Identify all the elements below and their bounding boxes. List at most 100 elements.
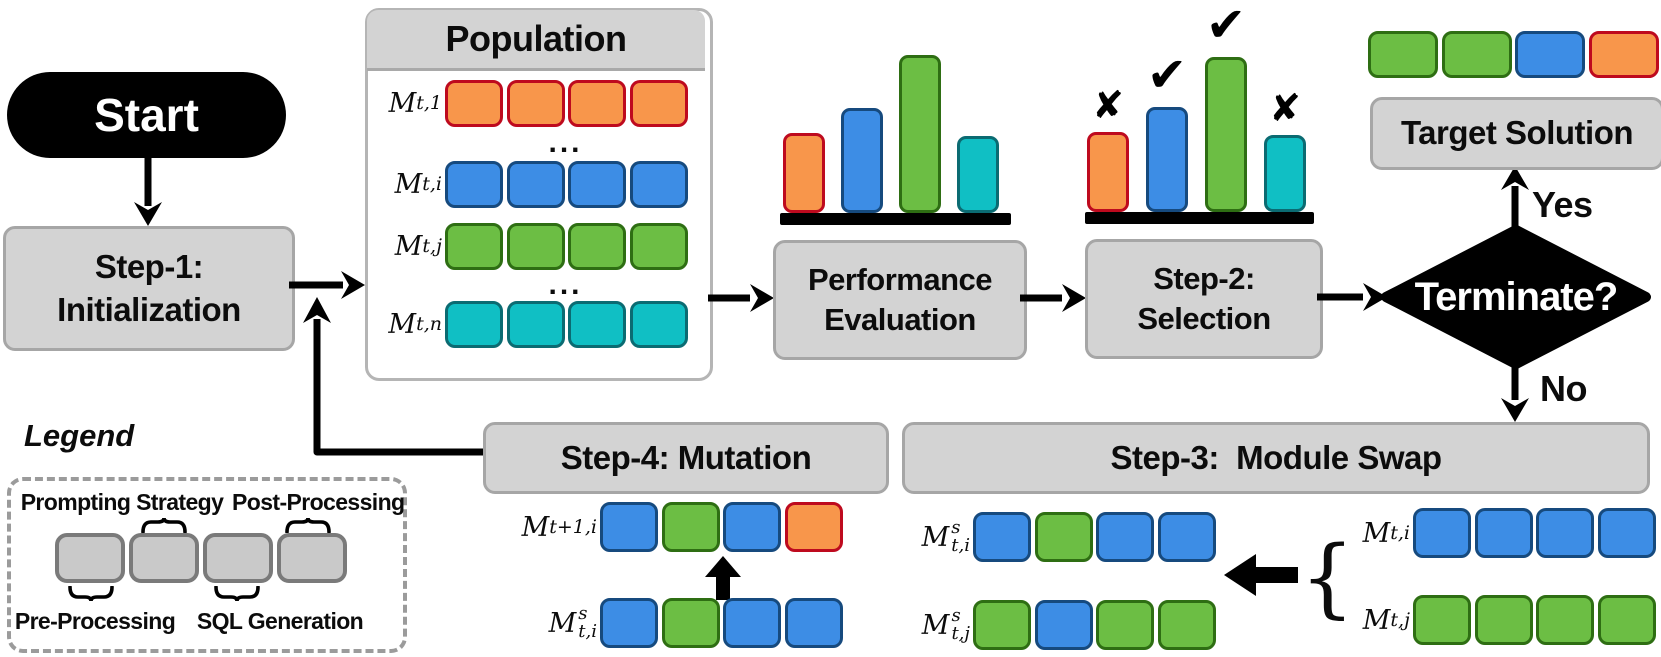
green-bar-rect [899, 55, 941, 213]
teal-bar-rect [1264, 135, 1306, 212]
yes-label: Yes [1532, 184, 1593, 225]
module-sequence [445, 301, 688, 348]
module-green [1474, 595, 1533, 645]
step2-line2: Selection [1137, 301, 1271, 336]
step2-line1: Step-2: [1153, 261, 1255, 297]
underbrace-icon [214, 586, 260, 602]
module-sequence [445, 80, 688, 127]
step1-line1: Step-1: [94, 248, 204, 286]
step4-title: Step-4: Mutation [560, 438, 812, 476]
module-sequence [973, 600, 1216, 650]
target-solution-modules [1368, 31, 1659, 78]
selection-bar-chart: ✘✔✔✘ [1087, 1, 1306, 212]
step3-box: Step-3: Module Swap [902, 422, 1650, 494]
module-teal [568, 301, 626, 348]
module-green [1157, 600, 1216, 650]
module-green [1597, 595, 1656, 645]
population-header: Population [367, 10, 705, 71]
module-legend_module [129, 533, 199, 583]
legend-label-post-processing: Post-Processing [232, 489, 405, 515]
arrow-terminate-yes [1501, 166, 1529, 234]
blue-bar: ✔ [1146, 51, 1188, 212]
module-green [661, 502, 720, 552]
module-sequence [600, 502, 843, 552]
module-blue [723, 598, 781, 648]
module-blue [600, 598, 658, 648]
arrow-step4-feedback-loop [303, 297, 488, 456]
cross-mark-icon: ✘ [1269, 86, 1301, 130]
module-blue [1413, 508, 1471, 558]
overbrace-icon [285, 517, 331, 533]
module-sequence [1413, 508, 1656, 558]
teal-bar-rect [957, 136, 999, 213]
step3-title: Step-3: Module Swap [1110, 438, 1442, 476]
module-blue [1157, 512, 1216, 562]
module-blue [1034, 600, 1093, 650]
legend-label-pre-processing: Pre-Processing [14, 608, 176, 634]
step4-box: Step-4: Mutation [483, 422, 889, 494]
step1-line2: Initialization [57, 290, 241, 328]
green-bar [899, 55, 941, 213]
module-green [445, 223, 503, 270]
module-blue [600, 502, 658, 552]
module-orange [568, 80, 626, 127]
module-teal [506, 301, 565, 348]
module-blue [1536, 508, 1594, 558]
step2-box: Step-2: Selection [1085, 239, 1323, 359]
legend-module-sequence [55, 533, 347, 583]
module-orange [784, 502, 843, 552]
performance-chart-baseline [780, 213, 1011, 225]
module-green [506, 223, 565, 270]
arrow-population-to-performance [708, 284, 774, 312]
step1-box: Step-1: Initialization [3, 226, 295, 351]
orange-bar: ✘ [1087, 86, 1129, 212]
arrow-swap-left [1224, 554, 1298, 596]
module-blue [1515, 31, 1585, 78]
module-green [629, 223, 688, 270]
module-blue [1096, 512, 1154, 562]
module-green [1096, 600, 1154, 650]
legend-label-sql-generation: SQL Generation [196, 608, 364, 634]
module-green [973, 600, 1031, 650]
blue-bar-rect [1146, 107, 1188, 212]
module-blue [1597, 508, 1656, 558]
performance-bar-chart [783, 50, 999, 213]
module-blue [784, 598, 843, 648]
module-green [1034, 512, 1093, 562]
blue-bar-rect [841, 108, 883, 213]
module-teal [445, 301, 503, 348]
start-node: Start [7, 72, 286, 158]
module-orange [1588, 31, 1659, 78]
target-solution-box: Target Solution [1370, 97, 1661, 170]
green-bar: ✔ [1205, 1, 1247, 212]
module-blue [506, 161, 565, 208]
module-blue [1474, 508, 1533, 558]
module-legend_module [55, 533, 125, 583]
arrow-step1-to-population [289, 271, 365, 299]
module-orange [629, 80, 688, 127]
module-blue [568, 161, 626, 208]
module-legend_module [277, 533, 347, 583]
module-green [1536, 595, 1594, 645]
arrow-start-to-step1 [134, 158, 162, 226]
population-ellipsis: ... [548, 126, 583, 159]
no-label: No [1540, 368, 1588, 409]
check-mark-icon: ✔ [1146, 47, 1188, 103]
overbrace-icon [141, 517, 187, 533]
selection-chart-baseline [1085, 212, 1314, 224]
module-green [1368, 31, 1438, 78]
